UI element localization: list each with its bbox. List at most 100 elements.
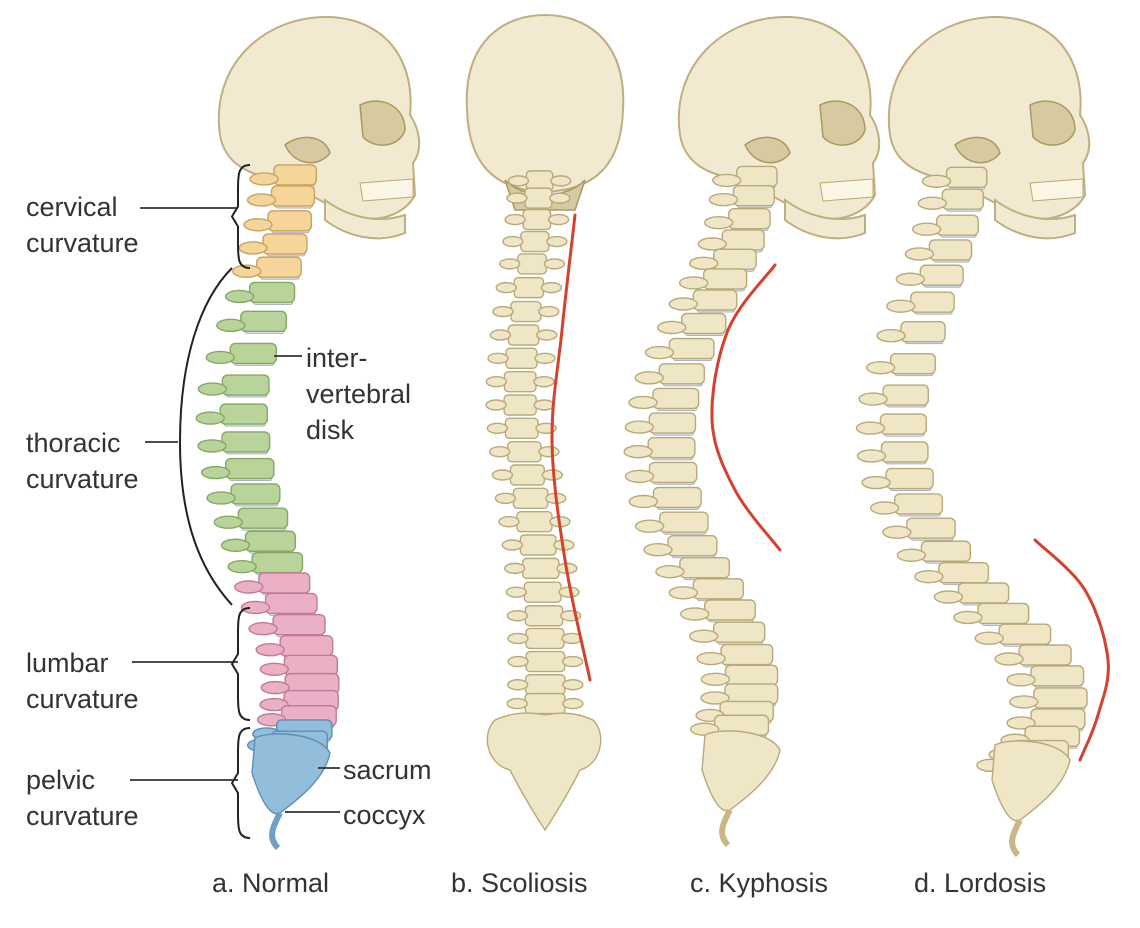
region-brackets (178, 164, 251, 839)
vertebra (272, 614, 326, 636)
spinous-process (260, 680, 290, 695)
spinous-process (628, 494, 659, 509)
vertebra (658, 511, 709, 533)
vertebra (885, 467, 934, 490)
spinous-process (206, 491, 236, 505)
vertebra (520, 230, 550, 253)
vertebra (229, 342, 278, 365)
lumbar-bracket (230, 607, 251, 721)
vertebra (237, 507, 289, 529)
transverse-process (546, 235, 568, 248)
sacrum (251, 733, 331, 815)
coccyx-label: coccyx (343, 800, 426, 830)
teeth (819, 178, 874, 202)
transverse-process (498, 515, 520, 528)
spinous-process (668, 586, 699, 600)
coccyx (269, 811, 283, 851)
spinous-process (259, 697, 289, 712)
vertebra (516, 510, 553, 533)
spinous-process (704, 215, 734, 230)
spinous-process (240, 600, 271, 615)
vertebra (648, 461, 698, 484)
spinous-process (697, 237, 728, 251)
spinous-process (628, 395, 658, 410)
spinous-process (911, 222, 942, 236)
vertebra (692, 289, 738, 311)
vertebra (270, 185, 316, 207)
vertebra (524, 692, 566, 715)
spinous-process (216, 318, 246, 333)
caption-normal: a. Normal (212, 868, 330, 898)
vertebra (258, 572, 311, 594)
vertebra (283, 654, 339, 676)
transverse-process (504, 213, 526, 226)
transverse-process (534, 352, 556, 365)
kyphosis-spine-figure (623, 15, 881, 848)
vertebra (667, 535, 718, 557)
transverse-process (499, 258, 521, 270)
spinous-process (855, 421, 886, 435)
vertebra (906, 517, 956, 539)
transverse-process (562, 697, 584, 710)
vertebra (900, 320, 946, 343)
spinous-process (914, 569, 944, 584)
spinous-process (624, 469, 655, 484)
temporal-fossa (284, 136, 331, 164)
vertebra (652, 387, 700, 410)
vertebra (524, 605, 564, 627)
transverse-process (492, 305, 514, 318)
vertebra (910, 291, 955, 313)
eye-orbit (359, 100, 406, 146)
transverse-process (486, 422, 509, 435)
coccyx (1009, 818, 1023, 858)
transverse-process (538, 445, 560, 458)
spinous-process (680, 607, 710, 621)
transverse-process (507, 679, 529, 691)
transverse-process (495, 281, 517, 294)
vertebra (692, 578, 744, 600)
transverse-process (533, 375, 555, 388)
vertebra (724, 664, 779, 686)
transverse-process (487, 352, 509, 365)
thoracic-bracket (178, 267, 233, 606)
transverse-process (485, 399, 507, 411)
vertebra (658, 363, 706, 385)
spinous-process (195, 411, 225, 425)
vertebra (977, 602, 1030, 625)
cervical-bracket (230, 164, 251, 269)
transverse-process (506, 192, 528, 204)
vertebra (273, 164, 318, 186)
spinous-process (634, 371, 664, 385)
transverse-process (536, 329, 558, 341)
vertebra (505, 347, 538, 370)
caption-scoliosis: b. Scoliosis (451, 868, 588, 898)
transverse-process (485, 375, 508, 388)
transverse-process (501, 539, 524, 551)
spinous-process (205, 350, 235, 365)
vertebra (712, 621, 766, 643)
vertebra (219, 403, 269, 425)
vertebra (679, 556, 731, 579)
spinous-process (668, 297, 698, 311)
vertebra (264, 592, 318, 615)
spinous-process (224, 289, 255, 304)
sacrum-label: sacrum (343, 755, 432, 785)
vertebra (938, 561, 990, 584)
pelvic-bracket (230, 727, 251, 839)
vertebra (920, 540, 972, 562)
transverse-process (506, 610, 529, 622)
transverse-process (549, 192, 571, 204)
vertebra (504, 417, 539, 440)
transverse-process (494, 492, 517, 505)
vertebra (522, 208, 552, 231)
skull-side (217, 15, 421, 240)
vertebra (736, 165, 778, 188)
sacrum (701, 730, 781, 812)
vertebra (880, 441, 929, 463)
transverse-process (561, 655, 584, 668)
vertebra (262, 233, 308, 255)
transverse-process (489, 329, 512, 341)
